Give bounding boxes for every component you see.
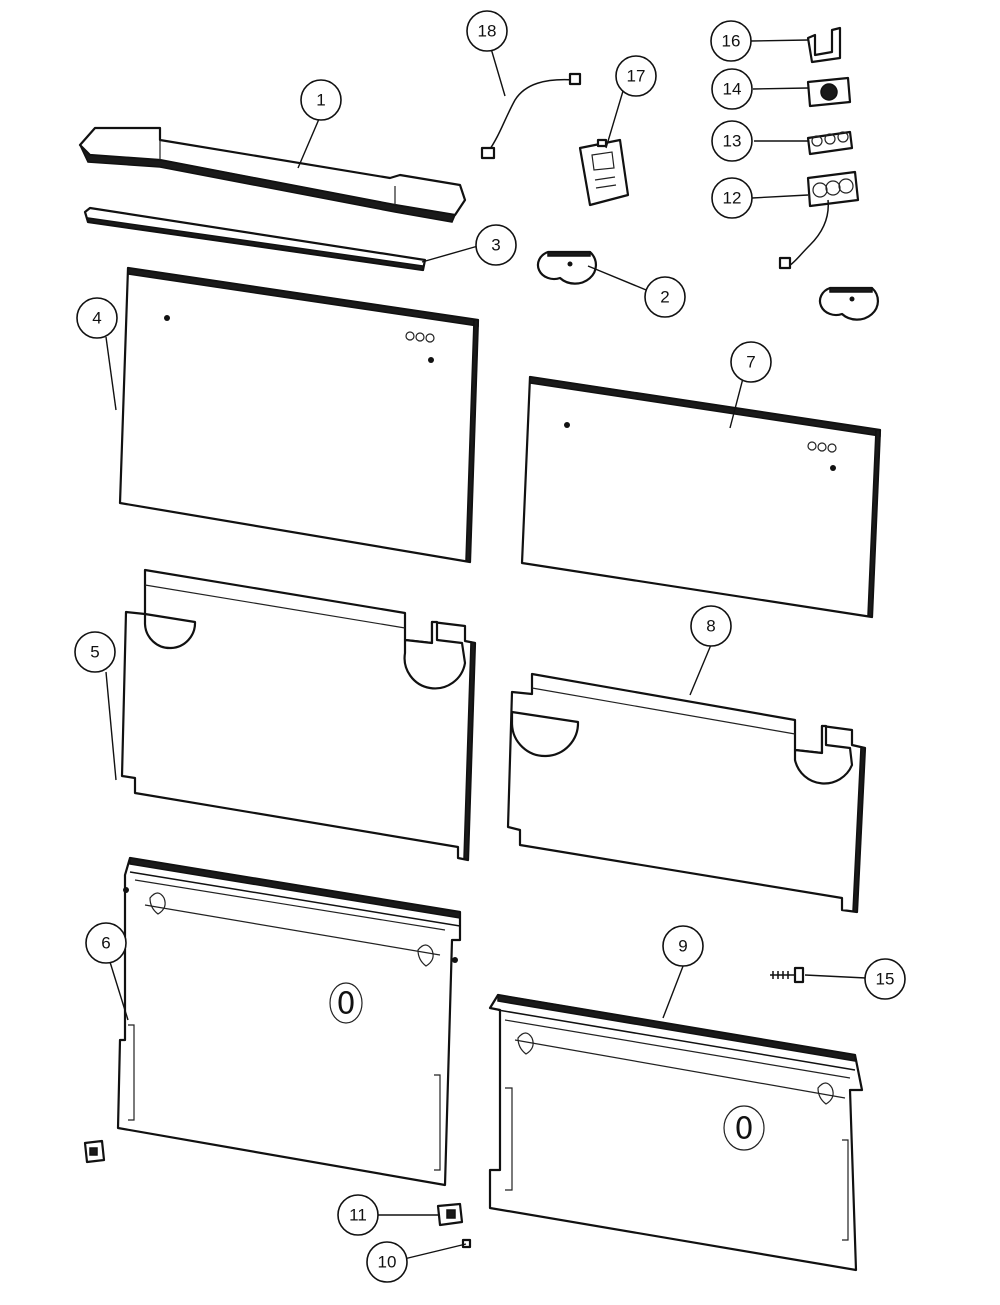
callout-9: 9 — [662, 925, 704, 967]
part-outer-door-panel-2 — [520, 375, 882, 619]
svg-text:5: 5 — [90, 643, 99, 662]
callout-3: 3 — [475, 224, 517, 266]
part-handle — [78, 126, 467, 223]
callout-6: 6 — [85, 922, 127, 964]
part-insulation-panel — [120, 568, 477, 862]
svg-text:3: 3 — [491, 236, 500, 255]
part-latch-loose — [83, 1139, 106, 1164]
callout-12: 12 — [711, 177, 753, 219]
svg-text:10: 10 — [378, 1253, 397, 1272]
part-inner-door-liner: 0 — [116, 856, 462, 1187]
svg-text:12: 12 — [723, 189, 742, 208]
svg-text:16: 16 — [722, 32, 741, 51]
part-latch — [436, 1202, 464, 1227]
callout-16: 16 — [710, 20, 752, 62]
part-end-cap — [536, 250, 879, 321]
callout-11: 11 — [337, 1194, 379, 1236]
callout-5: 5 — [74, 631, 116, 673]
part-screw — [770, 966, 805, 984]
callout-4: 4 — [76, 297, 118, 339]
power-symbol-left: 0 — [336, 987, 355, 1022]
callout-1: 1 — [300, 79, 342, 121]
svg-text:17: 17 — [627, 67, 646, 86]
callout-13: 13 — [711, 120, 753, 162]
part-trim-strip — [83, 206, 427, 272]
part-knobs — [806, 130, 854, 156]
part-bracket — [806, 26, 842, 64]
callout-15: 15 — [864, 958, 906, 1000]
svg-text:11: 11 — [349, 1206, 367, 1225]
part-insulation-panel-2 — [506, 672, 867, 914]
svg-text:7: 7 — [746, 353, 755, 372]
svg-text:6: 6 — [101, 934, 110, 953]
part-control-panel — [778, 170, 860, 270]
callout-2: 2 — [644, 276, 686, 318]
part-switch — [806, 76, 852, 108]
svg-text:13: 13 — [723, 132, 742, 151]
svg-text:15: 15 — [876, 970, 895, 989]
svg-text:4: 4 — [92, 309, 101, 328]
svg-text:18: 18 — [478, 22, 497, 41]
callout-10: 10 — [366, 1241, 408, 1283]
part-clip — [461, 1238, 472, 1249]
part-inner-door-liner-2: 0 — [488, 993, 864, 1272]
svg-text:8: 8 — [706, 617, 715, 636]
callout-14: 14 — [711, 68, 753, 110]
callout-7: 7 — [730, 341, 772, 383]
part-wire-harness — [480, 72, 582, 160]
power-symbol-right: 0 — [734, 1112, 753, 1147]
callout-17: 17 — [615, 55, 657, 97]
svg-text:9: 9 — [678, 937, 687, 956]
callout-8: 8 — [690, 605, 732, 647]
part-outer-door-panel — [118, 266, 480, 564]
svg-text:14: 14 — [723, 80, 742, 99]
svg-text:1: 1 — [316, 91, 325, 110]
svg-text:2: 2 — [660, 288, 669, 307]
leader-lines — [105, 39, 867, 1260]
callout-18: 18 — [466, 10, 508, 52]
part-control-board — [578, 138, 630, 207]
